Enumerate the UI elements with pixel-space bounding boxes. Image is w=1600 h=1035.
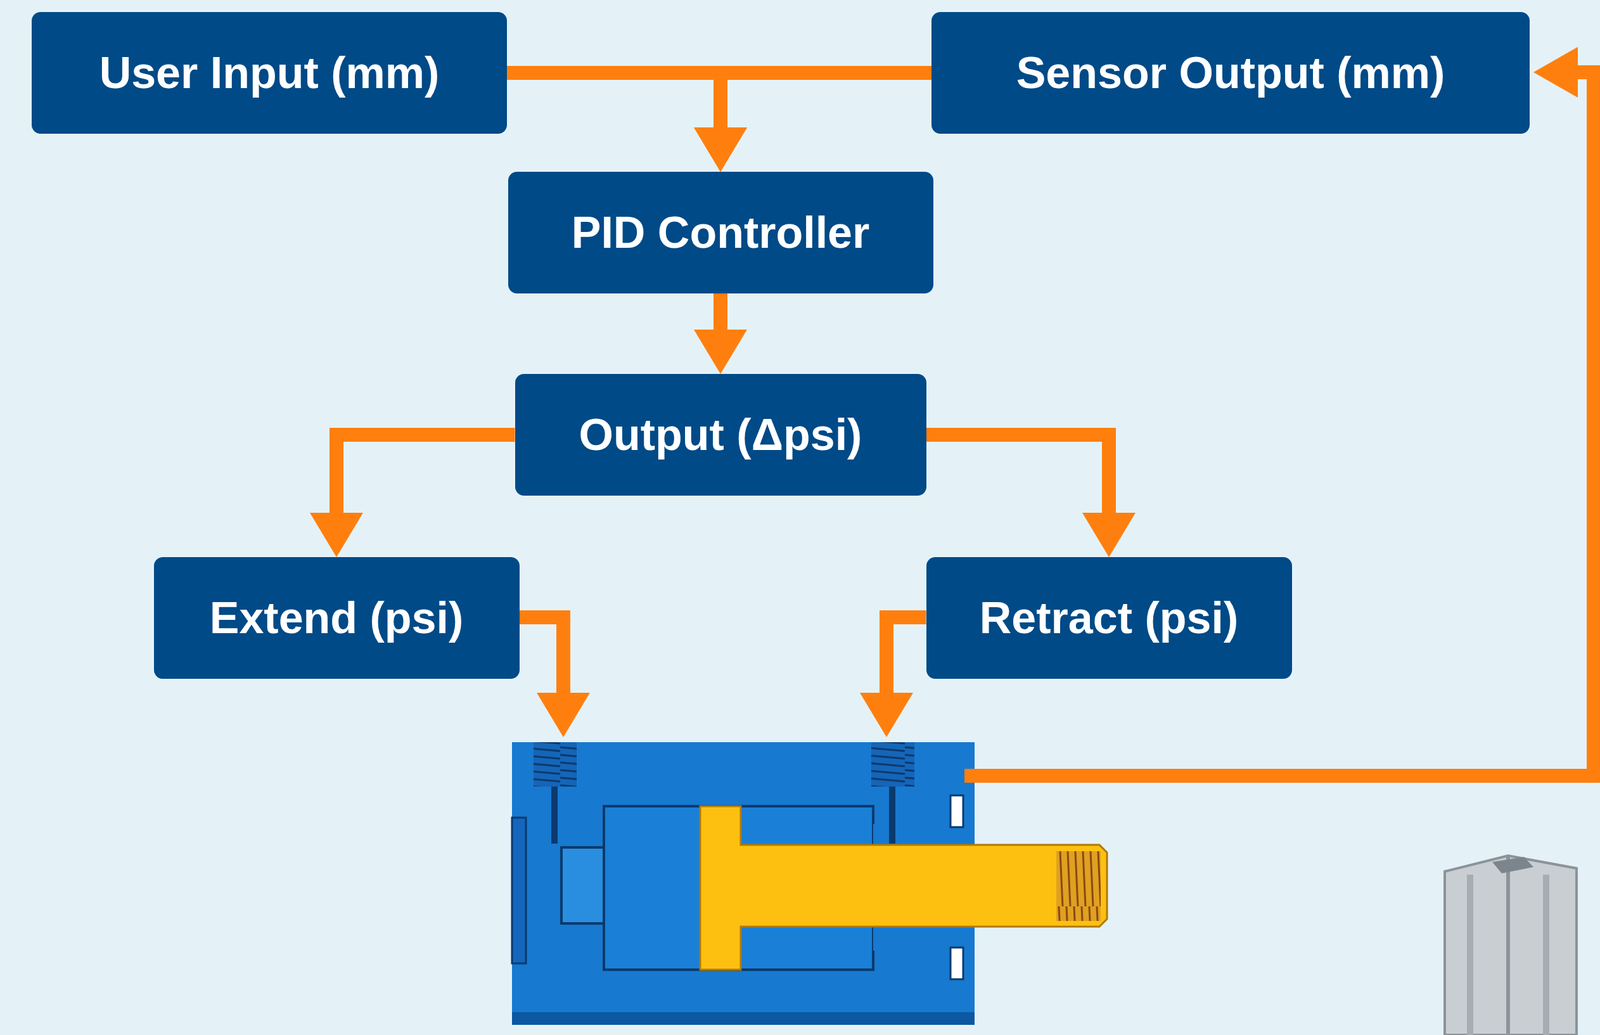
connector-line	[713, 293, 728, 333]
controller-box: PID Controller	[508, 171, 934, 294]
box-label: Retract (psi)	[979, 593, 1239, 643]
connector-line	[720, 72, 932, 130]
flow-arrow	[693, 293, 748, 374]
pneumatic-cylinder	[512, 742, 1108, 1025]
extend-passage	[551, 786, 558, 844]
rod-thread	[1056, 851, 1101, 921]
retract-port	[871, 742, 915, 787]
arrowhead	[859, 692, 914, 737]
arrowhead	[693, 127, 748, 172]
retract-passage	[889, 786, 896, 844]
arrowhead	[693, 329, 748, 374]
connector-line	[336, 434, 516, 516]
flow-arrow	[506, 72, 748, 172]
input-box: User Input (mm)	[31, 12, 507, 134]
flow-arrow	[693, 72, 932, 172]
box-label: Sensor Output (mm)	[1016, 48, 1446, 98]
arrowhead	[309, 512, 364, 557]
flow-arrow	[926, 434, 1137, 557]
end-cap-recess	[512, 817, 526, 964]
aluminum-extrusion	[1444, 855, 1577, 1035]
box-label: User Input (mm)	[99, 48, 440, 98]
connector-line	[926, 434, 1110, 516]
seal	[950, 795, 964, 827]
sensor-box: Sensor Output (mm)	[931, 12, 1530, 134]
output-box: Output (Δpsi)	[515, 373, 927, 496]
flow-arrow	[309, 434, 516, 557]
cushion-boss	[561, 847, 604, 924]
arrowhead	[1082, 512, 1136, 557]
arrowhead	[536, 692, 590, 737]
retract-box: Retract (psi)	[926, 556, 1293, 679]
piston-rod	[700, 806, 1108, 970]
connector-line	[506, 72, 721, 130]
extend-port	[533, 742, 577, 787]
box-label: Output (Δpsi)	[579, 410, 863, 460]
retract-line	[886, 617, 927, 696]
box-label: PID Controller	[571, 208, 871, 258]
arrowhead	[693, 127, 748, 172]
extend-box: Extend (psi)	[153, 556, 520, 679]
extend-line	[519, 617, 564, 696]
seal	[950, 947, 964, 980]
cylinder-base	[512, 1011, 975, 1025]
arrowhead	[1533, 46, 1578, 98]
box-label: Extend (psi)	[209, 593, 464, 643]
